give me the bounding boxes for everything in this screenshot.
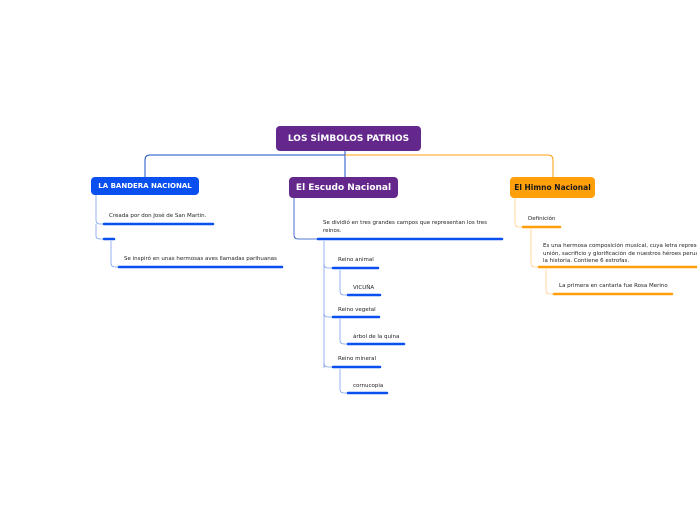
- subtopic-reino-animal-text: Reino animal: [338, 257, 374, 263]
- connector-reino-animal: [323, 263, 333, 269]
- central-topic[interactable]: LOS SÍMBOLOS PATRIOS: [276, 126, 421, 151]
- subtopic-bandera-creada[interactable]: Creada por don José de San Martin.: [109, 213, 206, 221]
- subtopic-vicuna-text: VICUÑA: [353, 285, 375, 291]
- subtopic-cornucopia-text: cornucopia: [353, 383, 384, 389]
- topic-escudo-label: El Escudo Nacional: [295, 182, 392, 193]
- connector-rosa-merino: [545, 269, 554, 295]
- topic-escudo[interactable]: El Escudo Nacional: [289, 177, 398, 198]
- subtopic-definicion[interactable]: Definición: [528, 216, 556, 224]
- connector-bandera-inspiro: [110, 241, 119, 268]
- subtopic-reino-mineral-text: Reino mineral: [338, 356, 377, 362]
- subtopic-definicion-texto[interactable]: Es una hermosa composición musical, cuya…: [543, 243, 697, 266]
- connector-reino-mineral: [323, 362, 333, 368]
- subtopic-quina-text: árbol de la quina: [353, 334, 400, 340]
- subtopic-bandera-inspiro-text: Se inspiró en unas hermosas aves llamada…: [124, 256, 277, 262]
- subtopic-bandera-creada-text: Creada por don José de San Martin.: [109, 213, 207, 219]
- connector-bandera-node: [95, 224, 104, 240]
- connector-quina: [339, 319, 348, 345]
- subtopic-escudo-intro-line1: Se dividió en tres grandes campos que re…: [323, 220, 487, 226]
- connector-central-bandera: [144, 151, 346, 177]
- central-topic-label: LOS SÍMBOLOS PATRIOS: [287, 133, 410, 144]
- topic-himno-label: El Himno Nacional: [514, 183, 591, 192]
- connector-reino-vegetal: [323, 312, 333, 318]
- topic-himno[interactable]: El Himno Nacional: [510, 177, 595, 198]
- subtopic-escudo-intro-line2: reinos.: [323, 227, 342, 234]
- subtopic-quina[interactable]: árbol de la quina: [353, 334, 399, 342]
- connector-definicion-texto: [530, 229, 539, 268]
- subtopic-definicion-text: Definición: [528, 216, 556, 222]
- subtopic-bandera-inspiro[interactable]: Se inspiró en unas hermosas aves llamada…: [124, 256, 277, 264]
- subtopic-vicuna[interactable]: VICUÑA: [353, 285, 374, 293]
- subtopic-definicion-texto-line2: unión, sacrificio y glorificación de nue…: [543, 250, 697, 257]
- subtopic-definicion-texto-line3: la historia. Contiene 6 estrofas.: [543, 258, 630, 264]
- subtopic-cornucopia[interactable]: cornucopia: [353, 383, 383, 391]
- topic-bandera-label: LA BANDERA NACIONAL: [98, 182, 192, 190]
- connector-central-himno: [345, 154, 554, 177]
- subtopic-definicion-texto-line1: Es una hermosa composición musical, cuya…: [543, 243, 697, 249]
- connector-escudo-intro: [293, 198, 318, 240]
- subtopic-rosa-merino[interactable]: La primera en cantarla fue Rosa Merino: [559, 283, 668, 291]
- subtopic-reino-mineral[interactable]: Reino mineral: [338, 356, 376, 364]
- connector-bandera-creada: [95, 195, 104, 225]
- topic-bandera[interactable]: LA BANDERA NACIONAL: [91, 177, 199, 195]
- connector-cornucopia: [339, 369, 348, 394]
- subtopic-rosa-merino-text: La primera en cantarla fue Rosa Merino: [559, 283, 668, 289]
- subtopic-reino-animal[interactable]: Reino animal: [338, 257, 374, 265]
- subtopic-reino-vegetal[interactable]: Reino vegetal: [338, 307, 376, 315]
- connector-vicuna: [339, 270, 348, 296]
- connector-himno-definicion: [514, 198, 523, 228]
- subtopic-escudo-intro[interactable]: Se dividió en tres grandes campos que re…: [323, 220, 487, 235]
- subtopic-reino-vegetal-text: Reino vegetal: [338, 307, 376, 313]
